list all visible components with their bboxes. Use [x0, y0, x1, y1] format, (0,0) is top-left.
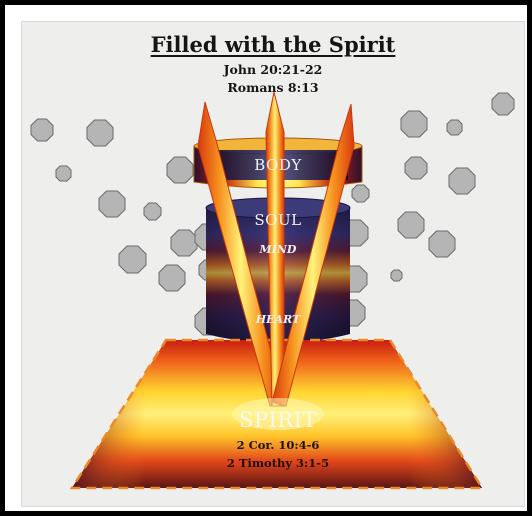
octagon-shape [429, 231, 455, 257]
octagon-shape [405, 157, 427, 179]
octagon-shape [31, 119, 53, 141]
diagram-artwork [22, 22, 524, 506]
octagon-shape [401, 111, 427, 137]
octagon-shape [447, 120, 462, 135]
octagon-shape [99, 191, 125, 217]
octagon-shape [492, 93, 514, 115]
octagon-shape [391, 270, 402, 281]
octagon-shape [159, 265, 185, 291]
octagon-shape [449, 168, 475, 194]
mind-label: MIND [238, 243, 318, 256]
octagon-shape [167, 157, 193, 183]
octagon-shape [87, 120, 113, 146]
octagon-shape [56, 166, 71, 181]
soul-label: SOUL [238, 211, 318, 229]
spirit-label: SPIRIT [208, 408, 348, 432]
octagon-shape [144, 203, 161, 220]
octagon-shape [398, 212, 424, 238]
presentation-slide: Filled with the Spirit John 20:21-22 Rom… [21, 21, 525, 507]
octagon-cluster-right [339, 93, 514, 326]
octagon-shape [171, 230, 197, 256]
body-label: BODY [238, 156, 318, 174]
octagon-cluster-left [31, 119, 222, 335]
reference-timothy: 2 Timothy 3:1-5 [188, 456, 368, 470]
octagon-shape [119, 246, 146, 273]
octagon-shape [352, 185, 369, 202]
heart-label: HEART [238, 313, 318, 326]
reference-corinthians: 2 Cor. 10:4-6 [188, 438, 368, 452]
